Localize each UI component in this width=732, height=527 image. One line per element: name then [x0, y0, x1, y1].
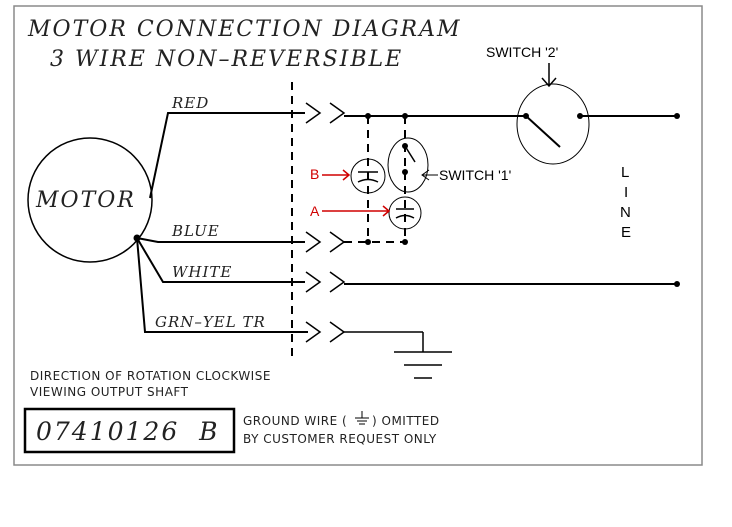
switch-1-circle — [387, 137, 429, 193]
motor-leads — [136, 112, 308, 333]
switch-1-lower-contact — [402, 169, 408, 175]
switch-1-blade — [404, 145, 416, 163]
ground-note-icon — [355, 411, 369, 425]
annotations: SWITCH '2' SWITCH '1' B A L I N E — [310, 44, 631, 241]
switch-2 — [516, 83, 590, 165]
capacitor-a-arrow — [322, 205, 391, 217]
red-lead — [149, 112, 305, 199]
capacitor-b — [350, 158, 386, 194]
ground-note-suffix: ) OMITTED — [372, 414, 440, 428]
switch-1-annotation: SWITCH '1' — [439, 167, 511, 183]
red-line-terminal-dot — [674, 113, 680, 119]
capacitor-b-plate-bottom — [357, 178, 379, 183]
capacitor-a-circle — [388, 196, 422, 230]
motor-label: MOTOR — [35, 188, 136, 213]
line-label: L I N E — [620, 164, 631, 241]
white-wire-label: WHITE — [172, 263, 232, 281]
rotation-note-line2: VIEWING OUTPUT SHAFT — [30, 385, 189, 399]
ground-wire-note: GROUND WIRE ( ) OMITTED BY CUSTOMER REQU… — [243, 411, 440, 446]
red-wire-label: RED — [171, 94, 209, 112]
capacitor-b-circle — [350, 158, 386, 194]
switch-2-arrow — [541, 63, 557, 88]
switch-1 — [387, 137, 429, 193]
blue-connector — [305, 231, 346, 253]
switch-2-right-contact — [577, 113, 583, 119]
motor-symbol: MOTOR — [27, 137, 153, 263]
line-letter-3: N — [620, 204, 631, 221]
white-connector — [305, 271, 346, 293]
switch-2-annotation: SWITCH '2' — [486, 44, 558, 60]
red-connector — [305, 102, 346, 124]
junction-dot-bottom-right — [402, 239, 408, 245]
ground-symbol — [344, 331, 452, 379]
motor-circle — [27, 137, 153, 263]
ground-connector — [305, 321, 346, 343]
ground-wire-label: GRN–YEL TR — [155, 313, 266, 331]
blue-wire-label: BLUE — [171, 222, 220, 240]
part-number-box — [23, 407, 236, 454]
connector-chevrons — [305, 102, 346, 343]
line-letter-1: L — [621, 164, 629, 181]
line-letter-4: E — [621, 224, 631, 241]
diagram-frame — [13, 5, 703, 466]
line-letter-2: I — [624, 184, 628, 201]
blue-lead — [136, 237, 305, 243]
capacitor-a-plate-bottom — [395, 214, 415, 219]
ground-note-line2: BY CUSTOMER REQUEST ONLY — [243, 432, 437, 446]
white-line-circuit — [344, 281, 680, 287]
switch-2-circle — [516, 83, 590, 165]
capacitor-b-annotation: B — [310, 166, 319, 182]
capacitor-a — [388, 196, 422, 230]
junction-dot-top-left — [365, 113, 371, 119]
junction-dot-top-right — [402, 113, 408, 119]
ground-note-prefix: GROUND WIRE ( — [243, 414, 347, 428]
capacitor-circuit — [344, 113, 429, 245]
white-lead — [136, 237, 305, 283]
rotation-note-line1: DIRECTION OF ROTATION CLOCKWISE — [30, 369, 271, 383]
diagram-title-line1: MOTOR CONNECTION DIAGRAM — [27, 17, 462, 42]
diagram-title-line2: 3 WIRE NON–REVERSIBLE — [50, 47, 403, 72]
capacitor-a-annotation: A — [310, 203, 320, 219]
switch-1-arrow — [421, 169, 438, 181]
white-line-terminal-dot — [674, 281, 680, 287]
part-number: 07410126 B — [36, 417, 220, 446]
ground-lead — [136, 237, 308, 333]
switch-2-blade — [525, 115, 561, 148]
junction-dot-bottom-left — [365, 239, 371, 245]
red-line-circuit — [344, 113, 680, 119]
capacitor-b-arrow — [322, 169, 351, 181]
